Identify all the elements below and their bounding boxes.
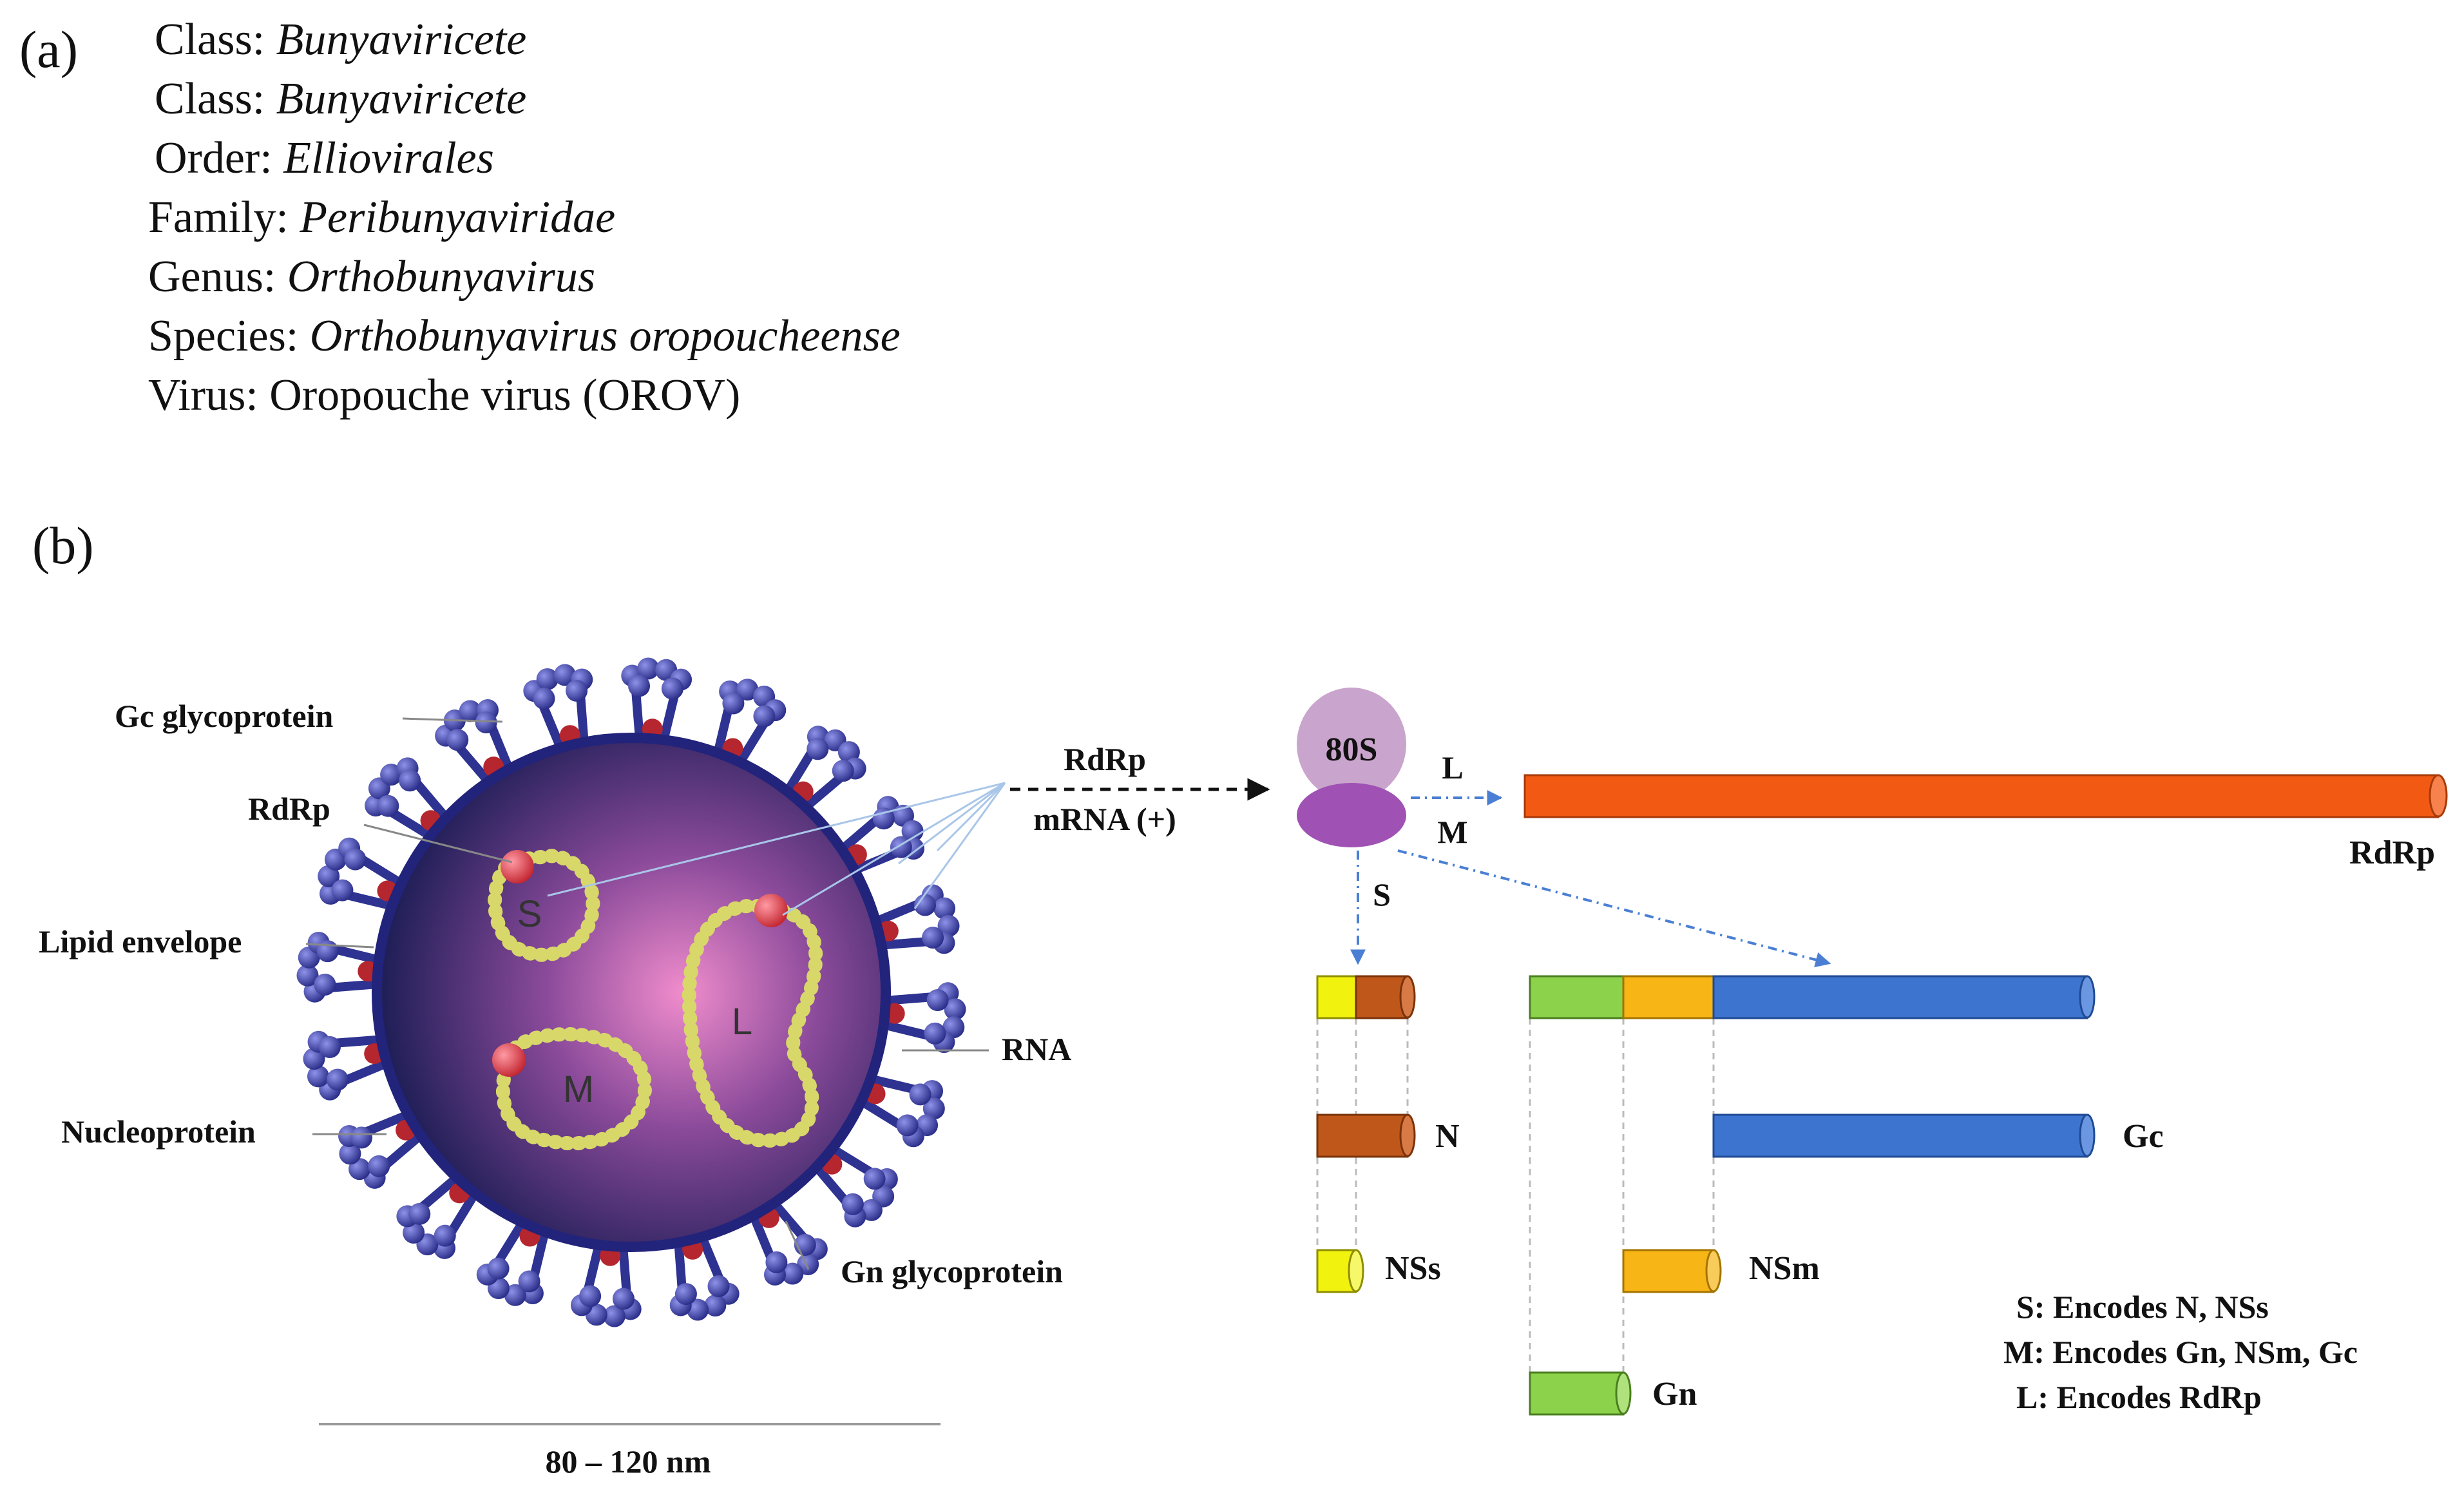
taxonomy-value: Orthobunyavirus (287, 252, 596, 302)
flow-mrna-label: mRNA (+) (1033, 801, 1176, 837)
nsm-bar (1622, 1249, 1722, 1293)
taxonomy-rank: Family: (148, 193, 300, 242)
lipid-envelope-label: Lipid envelope (39, 923, 242, 959)
gn-bar (1529, 1371, 1632, 1416)
leader-lines (305, 717, 989, 1270)
taxonomy-rank: Class: (155, 15, 276, 64)
taxonomy-rank: Class: (155, 74, 276, 124)
panel-b-label: (b) (32, 516, 94, 575)
guide-lines (1316, 1018, 1715, 1373)
taxonomy-value: Bunyaviricete (276, 74, 527, 124)
rdrp-bar (1523, 774, 2448, 818)
arrow-s-label: S (1373, 876, 1391, 912)
segment-s-rna (488, 849, 600, 962)
legend-s: S: Encodes N, NSs (2016, 1289, 2269, 1325)
n-bar (1316, 1114, 1416, 1158)
taxonomy-line: Genus: Orthobunyavirus (148, 251, 595, 303)
taxonomy-rank: Species: (148, 311, 310, 361)
ribosome-large-subunit (1297, 688, 1406, 801)
segment-m-letter: M (563, 1068, 594, 1110)
taxonomy-value: Oropouche virus (OROV) (269, 371, 741, 420)
glycoprotein-spike (621, 657, 692, 747)
product-nsm-label: NSm (1749, 1250, 1820, 1287)
taxonomy-line: Order: Elliovirales (155, 133, 494, 184)
taxonomy-line: Family: Peribunyaviridae (148, 192, 615, 244)
arrow-l-label: L (1442, 749, 1463, 786)
taxonomy-value: Peribunyaviridae (300, 193, 616, 242)
arrow-m-label: M (1437, 814, 1467, 850)
taxonomy-value: Bunyaviricete (276, 15, 527, 64)
product-gn-label: Gn (1652, 1376, 1697, 1412)
rna-pointer-lines (547, 782, 1006, 916)
glycoprotein-spike (570, 1237, 642, 1327)
rdrp-bead-s (501, 850, 534, 883)
taxonomy-value: Orthobunyavirus oropoucheense (309, 311, 901, 361)
taxonomy-line: Class: Bunyaviricete (155, 14, 526, 66)
taxonomy-value: Elliovirales (283, 133, 494, 183)
glycoprotein-spike (835, 796, 924, 876)
taxonomy-rank: Virus: (148, 371, 270, 420)
product-nss-label: NSs (1385, 1250, 1441, 1287)
glycoprotein-spike (810, 1142, 898, 1228)
taxonomy-rank: Order: (155, 133, 284, 183)
segment-m-rna (495, 1027, 653, 1151)
rna-label: RNA (1002, 1031, 1071, 1067)
gn-glycoprotein-label: Gn glycoprotein (841, 1253, 1063, 1289)
glycoprotein-spike (876, 982, 966, 1054)
glycoprotein-spike (296, 931, 387, 1003)
rdrp-bead-m (492, 1043, 526, 1077)
legend-m: M: Encodes Gn, NSm, Gc (2003, 1334, 2358, 1370)
gc-bar (1712, 1114, 2096, 1158)
product-n-label: N (1435, 1118, 1460, 1155)
gc-glycoprotein-label: Gc glycoprotein (115, 698, 333, 734)
rdrp-bead-l (754, 894, 788, 927)
taxonomy-rank: Genus: (148, 252, 287, 302)
legend-l: L: Encodes RdRp (2016, 1379, 2262, 1415)
translation-arrows (1350, 790, 1831, 968)
scale-label: 80 – 120 nm (546, 1443, 711, 1480)
segment-l-rna (682, 898, 823, 1148)
panel-a-label: (a) (19, 20, 79, 79)
glycoprotein-spike (476, 1215, 550, 1306)
product-gc-label: Gc (2123, 1118, 2164, 1155)
taxonomy-line: Species: Orthobunyavirus oropoucheense (148, 311, 901, 362)
taxonomy-line: Class: Bunyaviricete (155, 73, 526, 125)
glycoprotein-spike (868, 884, 960, 954)
nucleoprotein-label: Nucleoprotein (61, 1114, 256, 1150)
m-segment-bar (1529, 975, 2096, 1019)
rdrp-label: RdRp (248, 791, 330, 827)
glycoprotein-spike (303, 1030, 394, 1101)
product-rdrp-label: RdRp (2349, 834, 2435, 871)
s-segment-bar (1316, 975, 1416, 1019)
taxonomy-line: Virus: Oropouche virus (OROV) (148, 370, 740, 421)
flow-rdrp-label: RdRp (1064, 741, 1146, 777)
nss-bar (1316, 1249, 1364, 1293)
ribosome-small-subunit (1297, 783, 1406, 847)
ribosome-label: 80S (1326, 731, 1378, 768)
segment-l-letter: L (732, 1001, 752, 1043)
segment-s-letter: S (517, 893, 542, 935)
